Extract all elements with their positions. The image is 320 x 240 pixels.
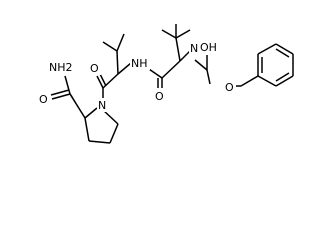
carbonyl1-o-label: O [90, 62, 99, 75]
carbamate-o-label: O [225, 81, 234, 94]
amide-o-label: O [39, 93, 48, 106]
proline-ring-bond [88, 140, 111, 144]
amide-double-bond [51, 93, 71, 100]
molecule-structure: NH2 O N O NH O NH OH O [38, 24, 294, 144]
amide-double-bond [50, 89, 70, 96]
benzene-bond [275, 43, 294, 55]
carbonyl1-double-bond [96, 75, 104, 89]
tbu-methyl-bond [175, 29, 191, 39]
benzene-bond [275, 75, 294, 87]
carbamate-oh-label: OH [200, 41, 217, 54]
carbonyl2-o-label: O [155, 90, 164, 103]
benzene-bond [257, 75, 277, 87]
carbamate-c-nh-bond [194, 59, 208, 71]
benzyl-bond [240, 75, 259, 87]
proline-ring-bond [102, 109, 119, 125]
tbu-methyl-bond [161, 29, 177, 39]
isopropyl-methyl-bond [116, 33, 125, 52]
proline-n-label: N [98, 99, 106, 112]
atom-label-layer: NH2 O N O NH O NH OH O [38, 40, 236, 112]
nh-valine-bond [117, 62, 132, 75]
o-carbonyl-bond [206, 69, 211, 85]
proline-ring-bond [109, 123, 119, 144]
bond-layer [50, 24, 294, 144]
isopropyl-methyl-bond [102, 41, 118, 52]
isopropyl-bond [116, 50, 119, 75]
benzene-double-bond [275, 72, 290, 82]
amide-nh2-label: NH2 [49, 61, 73, 74]
proline-ring-bond [84, 107, 98, 119]
carbonyl1-double-bond [99, 73, 107, 87]
benzene-bond [257, 43, 277, 55]
stereo-wedge [70, 92, 85, 118]
amide-nh-label: NH [131, 57, 148, 70]
amide-nh2-bond [64, 75, 71, 95]
benzene-double-bond [275, 48, 290, 58]
proline-amide-bond [69, 93, 86, 119]
alpha-carbonyl-bond [161, 60, 181, 79]
tbu-bond [175, 37, 181, 62]
proline-ring-bond [84, 117, 90, 142]
